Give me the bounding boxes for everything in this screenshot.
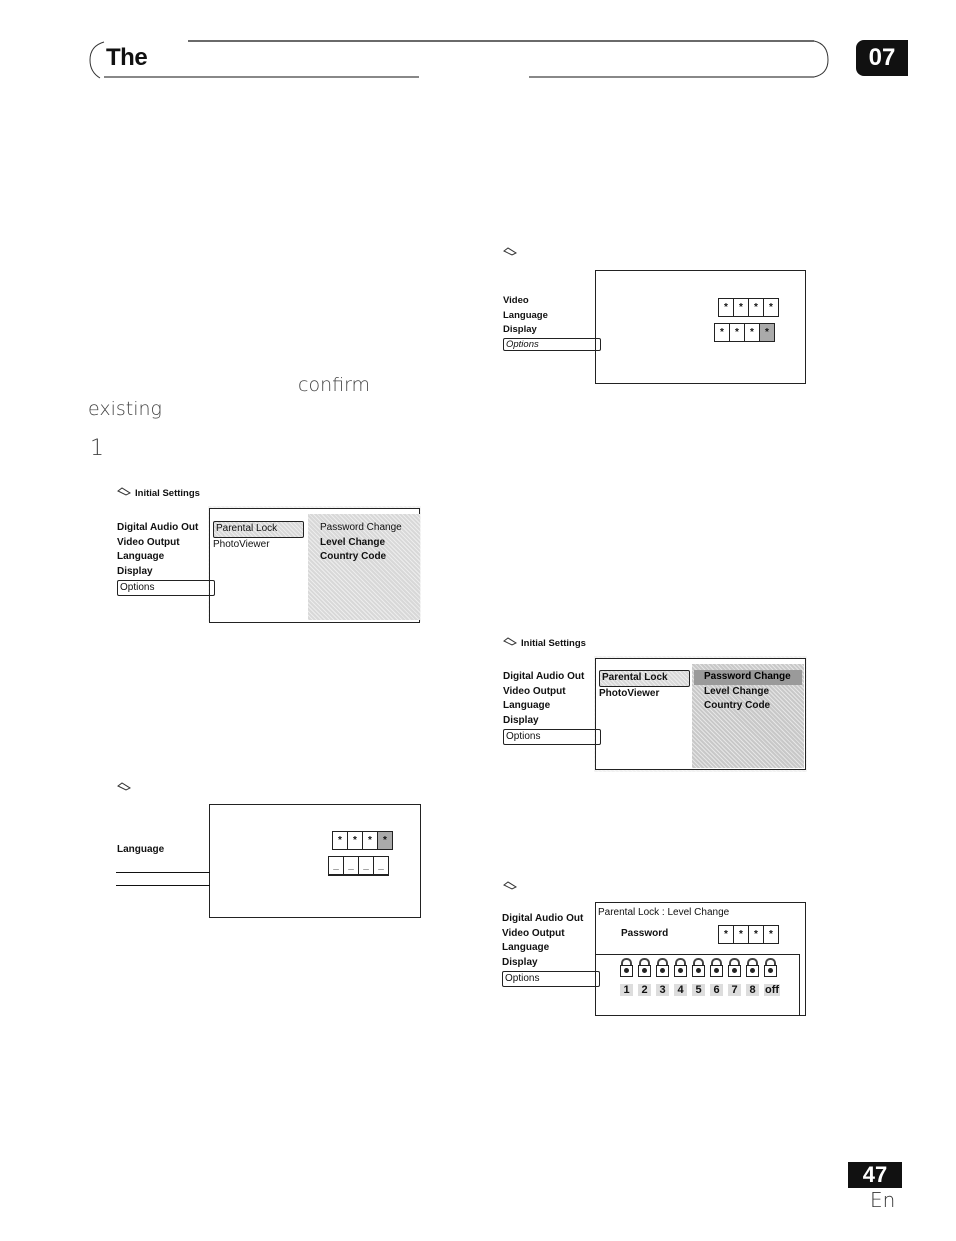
submenu: Parental Lock PhotoViewer bbox=[599, 670, 690, 701]
remote-icon bbox=[503, 881, 517, 890]
menu-item-digital-audio-out[interactable]: Digital Audio Out bbox=[503, 671, 585, 682]
level-2[interactable]: 2 bbox=[638, 984, 651, 996]
menu-item-video-output[interactable]: Video Output bbox=[503, 685, 566, 697]
menu-item-display[interactable]: Display bbox=[502, 957, 538, 969]
main-menu: Digital Audio Out Video Output Language … bbox=[502, 912, 600, 988]
osd-screen-initial-settings-b: Initial Settings Digital Audio Out Video… bbox=[496, 634, 808, 774]
option-level-change[interactable]: Level Change bbox=[320, 536, 386, 548]
submenu-item-photoviewer[interactable]: PhotoViewer bbox=[599, 687, 660, 699]
main-menu: Digital Audio Out Video Output Language … bbox=[503, 670, 601, 746]
screen-title: Initial Settings bbox=[135, 488, 200, 499]
submenu: Parental Lock PhotoViewer bbox=[213, 521, 304, 552]
lock-icon[interactable] bbox=[620, 958, 633, 977]
remote-icon bbox=[117, 487, 131, 496]
menu-item-video-output[interactable]: Video Output bbox=[502, 927, 565, 939]
menu-item-language[interactable]: Language bbox=[503, 700, 551, 712]
osd-screen-password-entry: Language **** ____ bbox=[110, 776, 422, 918]
level-off[interactable]: off bbox=[764, 984, 780, 996]
remote-icon bbox=[503, 247, 517, 256]
options-list: Password Change Level Change Country Cod… bbox=[320, 521, 402, 565]
lock-icon[interactable] bbox=[710, 958, 723, 977]
options-list: Password Change Level Change Country Cod… bbox=[694, 670, 802, 714]
lock-icon[interactable] bbox=[764, 958, 777, 977]
menu-item-language[interactable]: Language bbox=[502, 942, 550, 954]
level-numbers-row: 1 2 3 4 5 6 7 8 off bbox=[620, 984, 780, 996]
menu-item-display[interactable]: Display bbox=[503, 715, 539, 727]
option-password-change[interactable]: Password Change bbox=[320, 522, 402, 533]
level-3[interactable]: 3 bbox=[656, 984, 669, 996]
level-8[interactable]: 8 bbox=[746, 984, 759, 996]
level-6[interactable]: 6 bbox=[710, 984, 723, 996]
osd-screen-password-confirm: Video Language Display Options **** **** bbox=[496, 244, 808, 386]
menu-item-display[interactable]: Display bbox=[117, 566, 153, 578]
menu-item-video-output[interactable]: Video Output bbox=[117, 536, 180, 548]
lock-icon[interactable] bbox=[746, 958, 759, 977]
body-text-existing: existing bbox=[88, 398, 162, 420]
option-password-change[interactable]: Password Change bbox=[694, 670, 802, 685]
lock-icons-row bbox=[620, 958, 777, 977]
chapter-number-badge: 07 bbox=[856, 40, 908, 76]
step-number: 1 bbox=[90, 436, 104, 461]
new-password-field[interactable]: **** bbox=[718, 298, 779, 317]
main-menu: Video Language Display Options bbox=[503, 294, 601, 352]
menu-item-language[interactable]: Language bbox=[117, 844, 165, 855]
option-country-code[interactable]: Country Code bbox=[704, 700, 771, 712]
osd-screen-initial-settings-a: Initial Settings Digital Audio Out Video… bbox=[110, 484, 422, 624]
remote-icon bbox=[117, 782, 131, 791]
lock-icon[interactable] bbox=[674, 958, 687, 977]
submenu-item-photoviewer[interactable]: PhotoViewer bbox=[213, 538, 270, 550]
header-rule bbox=[89, 40, 829, 79]
menu-item-options[interactable]: Options bbox=[502, 970, 600, 988]
password-label: Password bbox=[621, 928, 669, 939]
lock-icon[interactable] bbox=[728, 958, 741, 977]
option-level-change[interactable]: Level Change bbox=[704, 685, 770, 697]
level-5[interactable]: 5 bbox=[692, 984, 705, 996]
screen-title: Initial Settings bbox=[521, 638, 586, 649]
password-entry-field[interactable]: ____ bbox=[328, 856, 389, 876]
body-text-confirm: confirm bbox=[298, 374, 371, 396]
password-panel bbox=[209, 804, 421, 918]
new-password-field[interactable]: **** bbox=[332, 831, 393, 850]
menu-item-video[interactable]: Video bbox=[503, 295, 529, 306]
level-1[interactable]: 1 bbox=[620, 984, 633, 996]
lock-icon[interactable] bbox=[692, 958, 705, 977]
menu-item-options[interactable]: Options bbox=[503, 728, 601, 746]
confirm-password-field[interactable]: **** bbox=[714, 323, 775, 342]
options-panel bbox=[308, 514, 420, 620]
menu-item-options[interactable]: Options bbox=[503, 338, 601, 352]
option-country-code[interactable]: Country Code bbox=[320, 551, 387, 563]
menu-item-digital-audio-out[interactable]: Digital Audio Out bbox=[502, 913, 584, 924]
menu-item-display[interactable]: Display bbox=[503, 324, 537, 336]
menu-item-language[interactable]: Language bbox=[503, 309, 548, 321]
language-code: En bbox=[870, 1188, 896, 1212]
panel-title: Parental Lock : Level Change bbox=[598, 907, 730, 918]
menu-item-options[interactable]: Options bbox=[117, 579, 215, 597]
osd-screen-level-change: Parental Lock : Level Change Password **… bbox=[496, 878, 808, 1020]
main-menu: Digital Audio Out Video Output Language … bbox=[117, 521, 215, 597]
menu-item-digital-audio-out[interactable]: Digital Audio Out bbox=[117, 522, 199, 533]
page-number: 47 bbox=[848, 1162, 902, 1188]
lock-icon[interactable] bbox=[656, 958, 669, 977]
level-4[interactable]: 4 bbox=[674, 984, 687, 996]
lock-icon[interactable] bbox=[638, 958, 651, 977]
submenu-item-parental-lock[interactable]: Parental Lock bbox=[213, 521, 304, 538]
menu-item-language[interactable]: Language bbox=[117, 551, 165, 563]
level-7[interactable]: 7 bbox=[728, 984, 741, 996]
submenu-item-parental-lock[interactable]: Parental Lock bbox=[599, 670, 690, 687]
remote-icon bbox=[503, 637, 517, 646]
password-field[interactable]: **** bbox=[718, 925, 779, 944]
chapter-title: The bbox=[106, 44, 148, 71]
